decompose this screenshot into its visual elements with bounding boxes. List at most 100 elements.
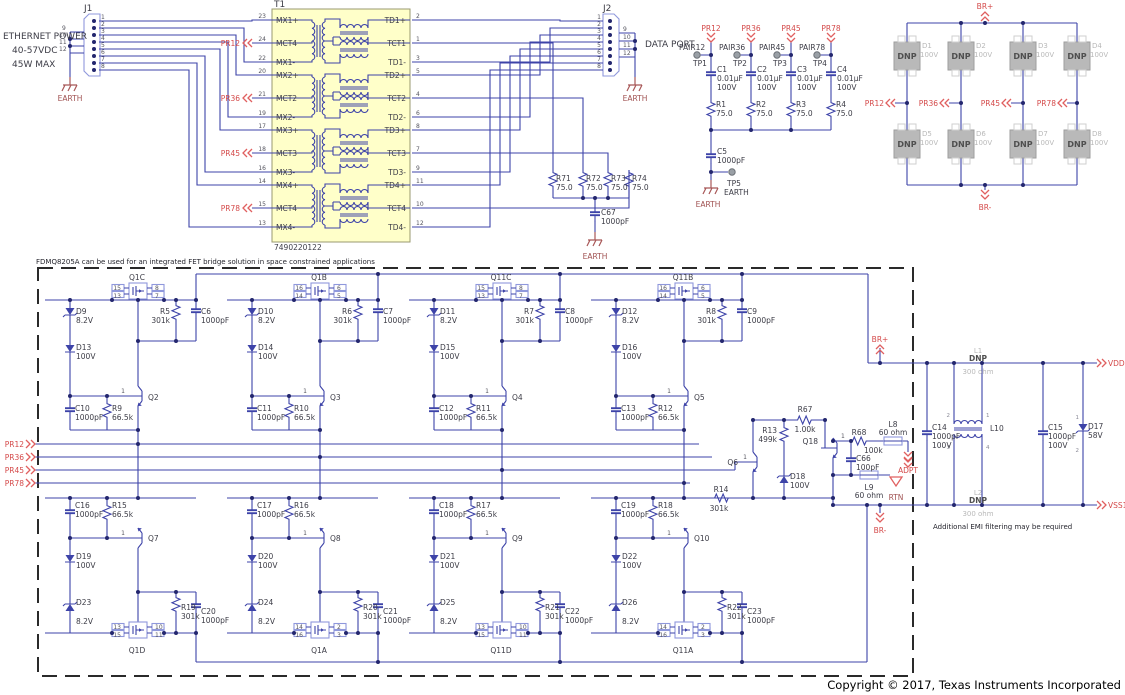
junction-dot bbox=[682, 298, 686, 302]
junction-dot bbox=[376, 660, 380, 664]
resistor-symbol bbox=[717, 594, 727, 615]
fet_box-bottom_cells-1-cr: C17 bbox=[257, 501, 272, 510]
fet_box-bottom_cells-3-bjt: Q10 bbox=[694, 534, 710, 543]
net-flag-right-icon bbox=[1096, 358, 1107, 368]
out_filter-pins-3: 4 bbox=[986, 445, 990, 451]
junction-dot bbox=[474, 298, 478, 302]
junction-dot bbox=[709, 53, 713, 57]
fet_box-top_cells-1-cbr: C11 bbox=[257, 404, 272, 413]
fet_box-bottom_cells-1-rbr: R20 bbox=[363, 603, 378, 612]
dnp_bridge-flags-3: PR78 bbox=[1037, 99, 1057, 108]
fet_box-bottom_cells-0-zr: D23 bbox=[76, 598, 92, 607]
junction-dot bbox=[581, 196, 585, 200]
zener-symbol bbox=[62, 597, 78, 615]
fet_box-top_cells-0-rv: 301k bbox=[151, 316, 170, 325]
net-flag-down-icon bbox=[826, 32, 836, 43]
dnp_bridge-br_minus: BR- bbox=[979, 203, 992, 212]
dnp_bridge-top-0-ref: D1 bbox=[922, 42, 932, 50]
fet_box-driver-l9v: 60 ohm bbox=[855, 491, 884, 500]
junction-dot bbox=[110, 631, 114, 635]
junction-dots bbox=[68, 19, 1085, 664]
t1-rows-0-rname: TD1+ bbox=[384, 16, 406, 25]
fet_box-top_cells-0-rbv: 66.5k bbox=[112, 413, 134, 422]
out_filter-l1v: 300 ohm bbox=[962, 368, 993, 376]
fet_box-top_cells-0-cv: 1000pF bbox=[201, 316, 229, 325]
fet_box-driver-q6: Q6 bbox=[727, 458, 738, 467]
pr_t1-0: PR12 bbox=[221, 39, 241, 48]
diode-symbol bbox=[64, 551, 76, 569]
j2-pins_left-6: 7 bbox=[597, 56, 601, 63]
out_filter-c15-u: 100V bbox=[1048, 441, 1068, 450]
fet_box-driver-rtn: RTN bbox=[889, 493, 904, 502]
junction-dot bbox=[751, 418, 755, 422]
t1-rows-7-lname: MCT3 bbox=[276, 149, 297, 158]
pair_net-cols-3-cval: 0.01µF bbox=[837, 74, 863, 83]
fet_box-bottom_cells-0-cbv: 1000pF bbox=[201, 616, 229, 625]
fet_box-driver-l8r: L8 bbox=[889, 420, 898, 429]
junction-dot bbox=[823, 418, 827, 422]
junction-dot bbox=[959, 21, 963, 25]
junction-dot bbox=[925, 361, 929, 365]
junction-dot bbox=[608, 61, 612, 65]
junction-dot bbox=[318, 339, 322, 343]
junction-dot bbox=[633, 39, 637, 43]
fet-bridge-note: FDMQ8205A can be used for an integrated … bbox=[36, 258, 375, 266]
junction-dot bbox=[432, 394, 436, 398]
junction-dot bbox=[709, 170, 713, 174]
junction-dot bbox=[1075, 101, 1079, 105]
fet_box-top_cells-1-pl1: 16 bbox=[295, 285, 303, 292]
fet_box-top_cells-0-pr1: 8 bbox=[155, 285, 159, 292]
j2-ref: J2 bbox=[602, 4, 611, 14]
capacitor-symbol bbox=[372, 302, 384, 320]
j1-pins_right-0: 1 bbox=[101, 14, 105, 21]
resistor-symbol bbox=[717, 302, 727, 323]
junction-dot bbox=[538, 631, 542, 635]
pair_net-cols-1-cval: 0.01µF bbox=[757, 74, 783, 83]
t1-rows-7-rpin: 7 bbox=[416, 146, 420, 153]
net-flag-left-icon bbox=[1001, 98, 1012, 108]
t1-rows-8-lpin: 16 bbox=[258, 165, 266, 172]
fet_box-top_cells-3-cv: 1000pF bbox=[747, 316, 775, 325]
fet_box-bottom_cells-3-rbv: 301k bbox=[727, 612, 746, 621]
junction-dot bbox=[136, 442, 140, 446]
junction-dot bbox=[318, 428, 322, 432]
t1-rows-7-rname: TCT3 bbox=[386, 149, 406, 158]
fet_box-top_cells-1-dr: D14 bbox=[258, 343, 274, 352]
fet_box-inputs-1: PR36 bbox=[5, 453, 25, 462]
junction-dot bbox=[558, 660, 562, 664]
fet_box-top_cells-2-bjt: Q4 bbox=[512, 393, 523, 402]
fet_box-bottom_cells-1-q: Q1A bbox=[311, 646, 328, 655]
copyright: Copyright © 2017, Texas Instruments Inco… bbox=[827, 678, 1121, 692]
dnp_bridge-bottom-1-volt: 100V bbox=[974, 139, 992, 147]
fet_box-top_cells-2-zr: D11 bbox=[440, 307, 456, 316]
t1-rows-3-lname: MX2+ bbox=[276, 71, 299, 80]
junction-dot bbox=[925, 503, 929, 507]
junction-dot bbox=[287, 536, 291, 540]
dnp_bridge-top-1-ref: D2 bbox=[976, 42, 986, 50]
component-symbols bbox=[25, 11, 1107, 639]
capacitor-symbol bbox=[428, 401, 440, 419]
junction-dot bbox=[92, 40, 96, 44]
fet_box-bottom_cells-1-dr: D20 bbox=[258, 552, 274, 561]
fet_box-driver-r13r: R13 bbox=[762, 426, 777, 435]
fet_box-top_cells-0-dr: D13 bbox=[76, 343, 92, 352]
net-flag-left-icon bbox=[1057, 98, 1068, 108]
junction-dot bbox=[174, 339, 178, 343]
fet_box-top_cells-3-cr: C9 bbox=[747, 307, 757, 316]
dnp_bridge-flags-0: PR12 bbox=[865, 99, 885, 108]
fet_box-bottom_cells-3-zv: 8.2V bbox=[622, 617, 640, 626]
transistor-symbol bbox=[125, 385, 143, 407]
fet_box-top_cells-3-zr: D12 bbox=[622, 307, 638, 316]
j2-pins_left-5: 6 bbox=[597, 49, 601, 56]
wire bbox=[552, 189, 630, 232]
testpoint-icon bbox=[733, 51, 741, 59]
junction-dot bbox=[136, 339, 140, 343]
j1-earth: EARTH bbox=[58, 94, 83, 103]
junction-dot bbox=[905, 101, 909, 105]
junction-dot bbox=[500, 298, 504, 302]
fet_box-top_cells-3-rr: R8 bbox=[706, 307, 716, 316]
junction-dot bbox=[174, 298, 178, 302]
j2-connector-body bbox=[602, 13, 620, 77]
fet_box-top_cells-0-cbr: C10 bbox=[75, 404, 90, 413]
capacitor-symbol bbox=[1037, 424, 1049, 442]
